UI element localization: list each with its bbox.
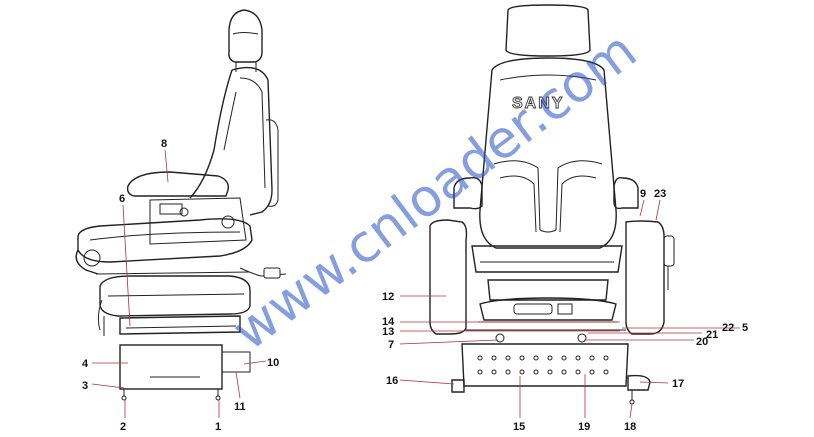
callout-17: 17 xyxy=(672,378,684,390)
callout-6: 6 xyxy=(119,193,125,205)
callout-20: 20 xyxy=(696,336,708,348)
side-view-seat xyxy=(75,9,287,401)
callout-5: 5 xyxy=(742,322,748,334)
callout-18: 18 xyxy=(624,421,636,433)
callout-21: 21 xyxy=(706,329,718,341)
callout-7: 7 xyxy=(388,339,394,351)
callout-3: 3 xyxy=(82,380,88,392)
callout-22: 22 xyxy=(722,322,734,334)
callout-14: 14 xyxy=(382,316,395,328)
watermark-text: www.cnloader.com xyxy=(222,21,648,363)
callout-11: 11 xyxy=(234,401,246,413)
callout-2: 2 xyxy=(120,421,126,433)
callout-13: 13 xyxy=(382,326,394,338)
callout-9: 9 xyxy=(640,188,646,200)
callout-10: 10 xyxy=(267,357,279,369)
brand-logo: SANY xyxy=(512,95,564,112)
callout-12: 12 xyxy=(382,291,394,303)
callout-19: 19 xyxy=(578,421,590,433)
callout-4: 4 xyxy=(82,358,89,370)
callout-labels: 8 6 4 3 2 1 10 11 9 23 12 14 13 7 22 5 2… xyxy=(82,138,748,433)
callout-16: 16 xyxy=(386,375,398,387)
callout-8: 8 xyxy=(161,138,167,150)
callout-1: 1 xyxy=(215,421,221,433)
callout-15: 15 xyxy=(513,421,525,433)
leader-lines xyxy=(91,149,740,419)
callout-23: 23 xyxy=(654,188,666,200)
